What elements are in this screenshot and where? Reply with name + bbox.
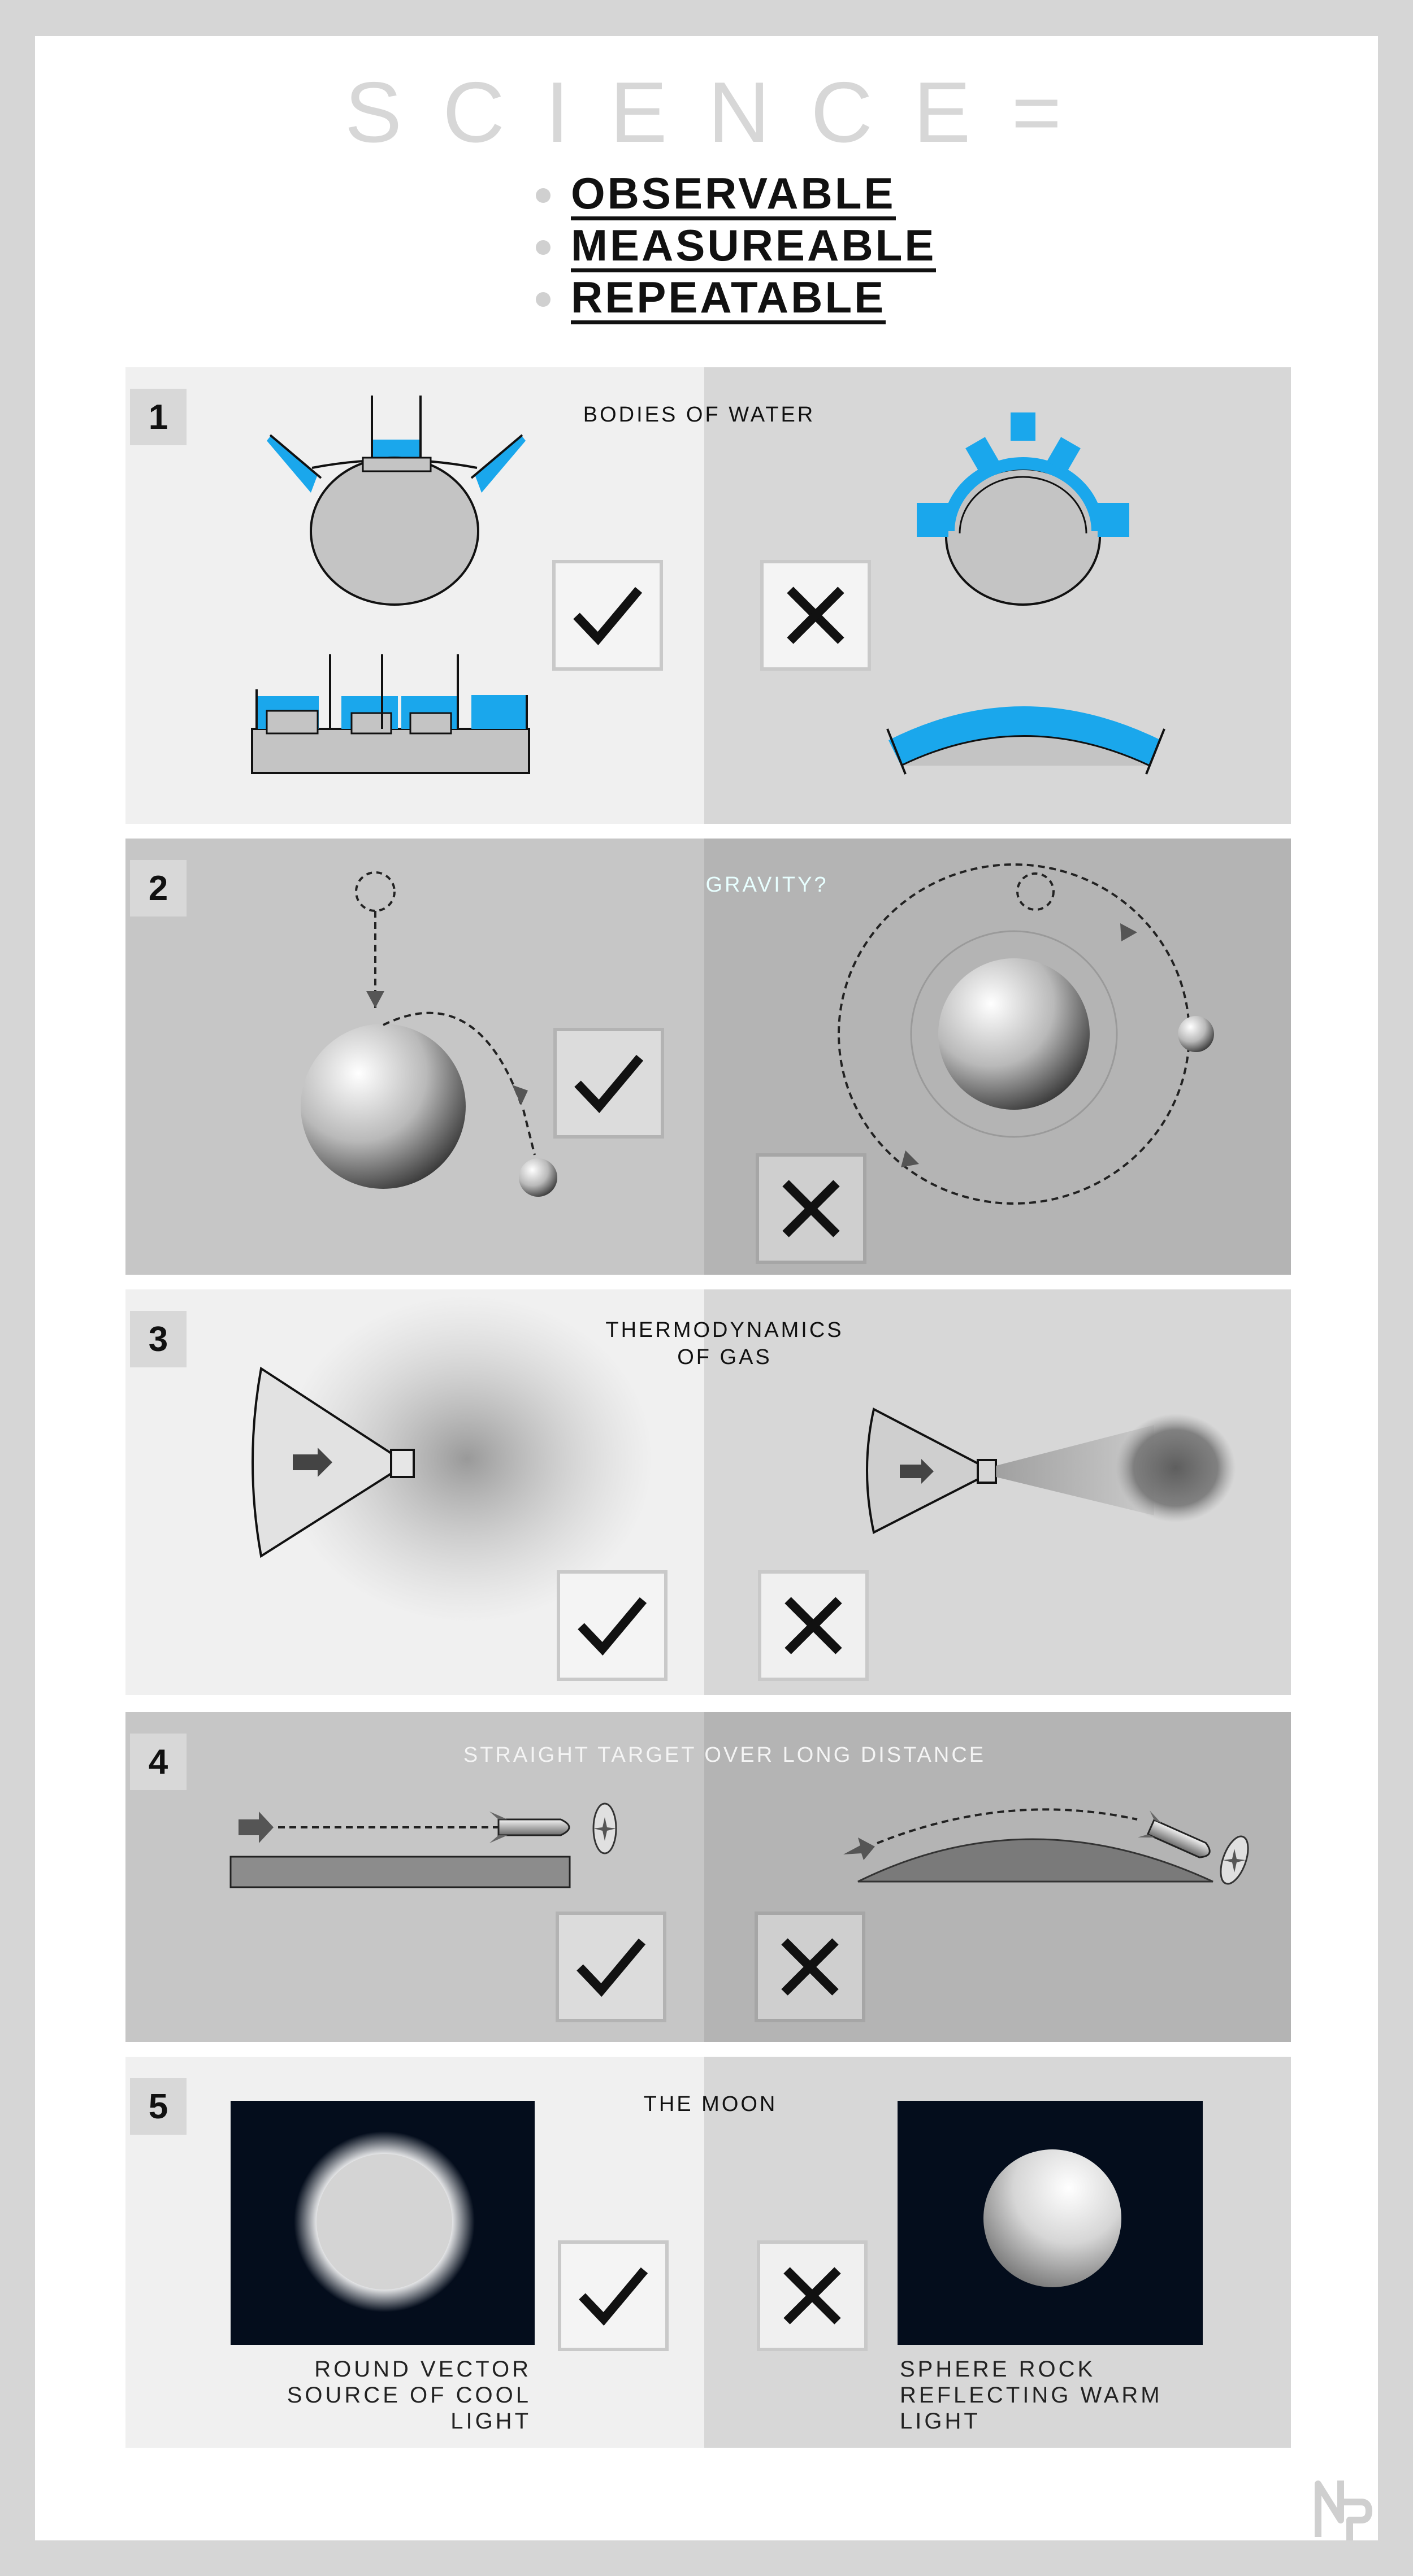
cross-icon [760, 560, 871, 671]
panel-label: STRAIGHT TARGET OVER LONG DISTANCE [463, 1743, 986, 1767]
panel-label: GRAVITY? [705, 873, 829, 897]
curved-ocean-icon [886, 706, 1165, 775]
cross-icon [758, 1570, 869, 1681]
gravity-illustration [301, 863, 1214, 1264]
right-moon-caption: SPHERE ROCK REFLECTING WARM LIGHT [900, 2356, 1250, 2434]
bullet-dot-icon [536, 292, 551, 307]
checkmark-icon [552, 560, 663, 671]
caption-line: ROUND VECTOR [314, 2357, 531, 2382]
bullet-text: REPEATABLE [571, 275, 886, 324]
globe-with-basins-icon [267, 396, 526, 606]
np-logo-icon [1315, 2481, 1372, 2540]
moon-illustration [231, 2101, 1203, 2351]
left-moon-caption: ROUND VECTOR SOURCE OF COOL LIGHT [231, 2356, 531, 2434]
globe-wrapped-water-icon [917, 412, 1129, 606]
bullet-text: MEASUREABLE [571, 223, 937, 272]
flat-moon-image [231, 2101, 535, 2345]
left-flask-icon [252, 1366, 415, 1558]
bullet-list: OBSERVABLE MEASUREABLE REPEATABLE [536, 170, 937, 325]
checkmark-icon [556, 1912, 666, 2022]
checkmark-icon [558, 2240, 669, 2351]
curved-trajectory-diagram [843, 1808, 1249, 1885]
expanding-gas-cloud [280, 1295, 653, 1623]
bullet-dot-icon [536, 240, 551, 255]
panel-number: 1 [130, 389, 187, 445]
contained-gas-cloud [996, 1414, 1236, 1522]
panel-bodies-of-water: 1 BODIES OF WATER [125, 367, 1291, 824]
bullet-text: OBSERVABLE [571, 171, 896, 220]
bullet-item: OBSERVABLE [536, 170, 936, 221]
panel-the-moon: 5 THE MOON ROUND VECTOR SOURCE OF COOL L… [125, 2057, 1291, 2448]
panel-thermodynamics: 3 THERMODYNAMICS OF GAS [125, 1289, 1291, 1695]
panel-label: THE MOON [643, 2092, 778, 2116]
panel-label: THERMODYNAMICS OF GAS [605, 1318, 844, 1369]
cross-icon [755, 1912, 865, 2022]
bullet-item: REPEATABLE [536, 273, 936, 325]
flat-trajectory-diagram [229, 1802, 617, 1888]
water-illustration [251, 396, 1165, 775]
panel-number: 2 [130, 860, 187, 916]
panel-number: 4 [130, 1734, 187, 1790]
panel-gravity: 2 GRAVITY? [125, 839, 1291, 1275]
caption-line: SPHERE ROCK [900, 2357, 1096, 2382]
gas-illustration [252, 1295, 1236, 1681]
cross-icon [757, 2240, 868, 2351]
checkmark-icon [557, 1570, 668, 1681]
flat-basins-icon [251, 654, 530, 774]
caption-line: SOURCE OF COOL LIGHT [287, 2383, 531, 2434]
sphere-moon-image [898, 2101, 1203, 2345]
checkmark-icon [553, 1028, 664, 1139]
right-flask-icon [866, 1408, 997, 1534]
caption-line: REFLECTING WARM LIGHT [900, 2383, 1163, 2434]
bullet-dot-icon [536, 188, 551, 203]
panel-straight-target: 4 STRAIGHT TARGET OVER LONG DISTANCE [125, 1712, 1291, 2042]
panel-number: 5 [130, 2078, 187, 2135]
bullet-item: MEASUREABLE [536, 221, 937, 273]
panel-number: 3 [130, 1311, 187, 1367]
orbit-diagram [838, 863, 1214, 1205]
falling-object-diagram [301, 871, 557, 1197]
cross-icon [756, 1153, 866, 1264]
projectile-illustration [229, 1802, 1249, 2022]
page-title: SCIENCE= [344, 64, 1103, 160]
panel-label: BODIES OF WATER [583, 403, 816, 427]
